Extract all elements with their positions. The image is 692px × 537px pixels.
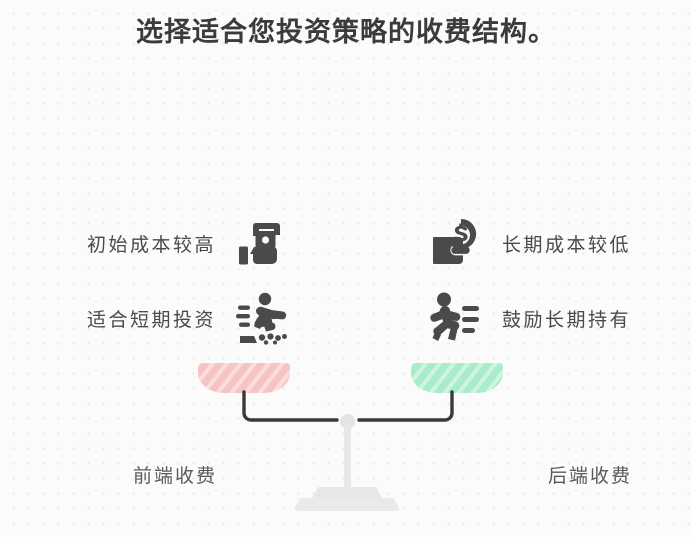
scale-post [344, 423, 351, 489]
running-man-icon [426, 287, 488, 349]
feature-row-right-1: 长期成本较低 [426, 212, 682, 274]
feature-label-left-1: 初始成本较高 [86, 233, 216, 256]
scale-pan-right [411, 363, 503, 393]
feature-row-right-2: 鼓励长期持有 [426, 287, 682, 349]
feature-row-left-1: 初始成本较高 [20, 212, 292, 274]
scale-pan-right-texture [411, 363, 503, 393]
scale-base-upper [311, 487, 383, 500]
caption-front-end-load: 前端收费 [132, 465, 217, 487]
scale-pivot [340, 414, 355, 429]
feature-label-left-2: 适合短期投资 [86, 308, 216, 331]
sprinter-start-icon [230, 287, 292, 349]
scale-pan-left [198, 363, 290, 393]
caption-back-end-load: 后端收费 [547, 465, 632, 487]
page-title: 选择适合您投资策略的收费结构。 [136, 17, 556, 48]
hand-holding-cash-icon [230, 212, 292, 274]
scale-base-lower [293, 498, 401, 511]
scale-pan-left-texture [198, 363, 290, 393]
feature-label-right-2: 鼓励长期持有 [502, 308, 632, 331]
feature-row-left-2: 适合短期投资 [20, 287, 292, 349]
feature-label-right-1: 长期成本较低 [502, 233, 632, 256]
wallet-coin-icon [426, 212, 488, 274]
